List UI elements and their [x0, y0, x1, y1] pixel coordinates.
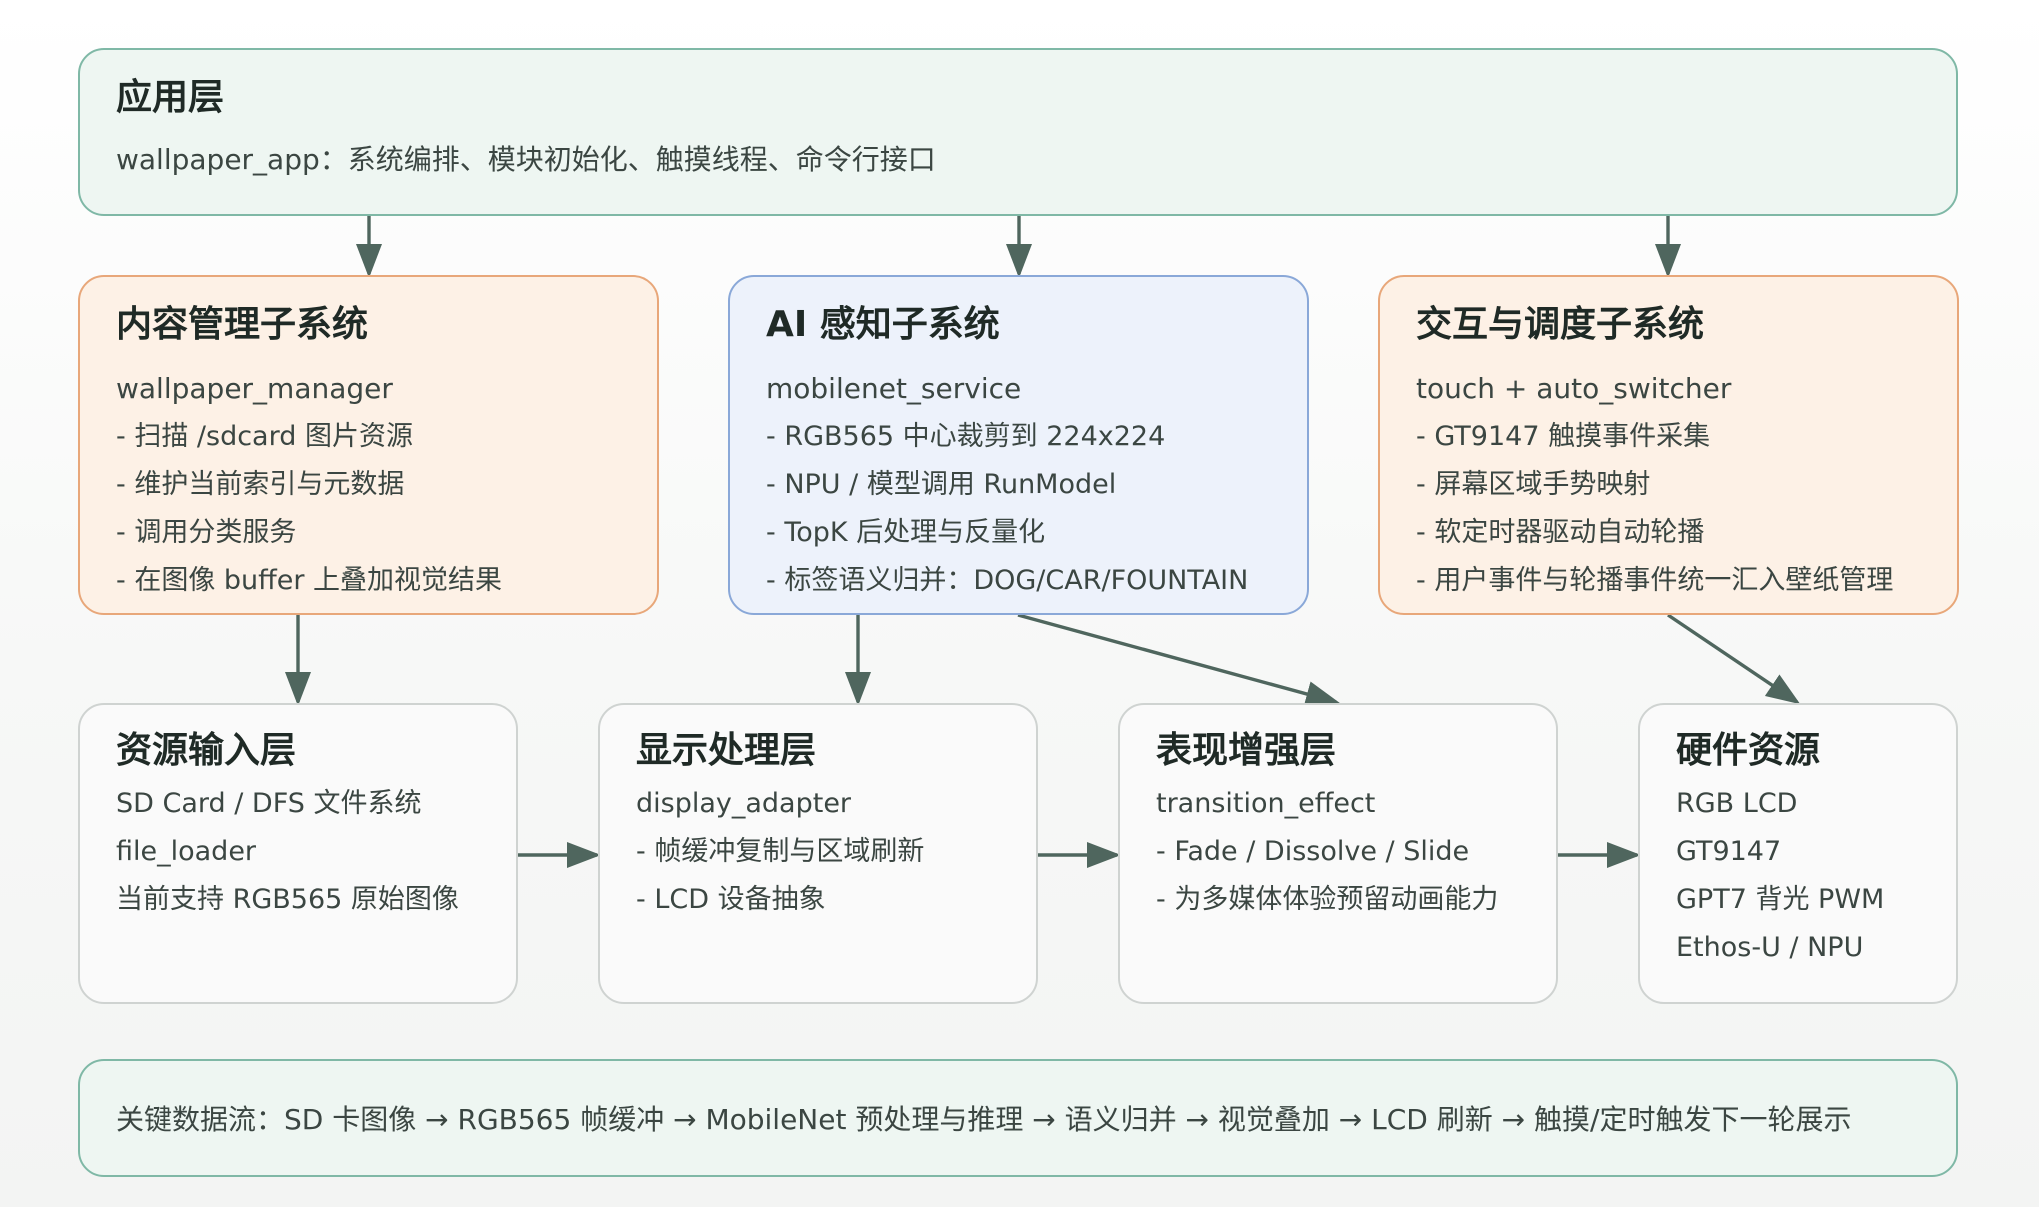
- hardware-resource-line: GT9147: [1676, 836, 1782, 867]
- interaction-subsystem-module: touch + auto_switcher: [1416, 372, 1732, 405]
- app-layer-desc: wallpaper_app：系统编排、模块初始化、触摸线程、命令行接口: [116, 143, 936, 176]
- data-flow-text: 关键数据流：SD 卡图像 → RGB565 帧缓冲 → MobileNet 预处…: [116, 1103, 1852, 1136]
- content-subsystem-item: - 维护当前索引与元数据: [116, 469, 405, 500]
- interaction-subsystem-title: 交互与调度子系统: [1416, 304, 1705, 345]
- presentation-enhance-layer-line: transition_effect: [1156, 788, 1376, 819]
- display-processing-layer-box: 显示处理层 display_adapter - 帧缓冲复制与区域刷新 - LCD…: [598, 703, 1038, 1004]
- resource-input-layer-line: SD Card / DFS 文件系统: [116, 788, 422, 819]
- presentation-enhance-layer-box: 表现增强层 transition_effect - Fade / Dissolv…: [1118, 703, 1558, 1004]
- hardware-resource-line: GPT7 背光 PWM: [1676, 884, 1885, 915]
- content-subsystem-module: wallpaper_manager: [116, 372, 393, 405]
- ai-subsystem-item: - 标签语义归并：DOG/CAR/FOUNTAIN: [766, 565, 1249, 596]
- hardware-resource-line: RGB LCD: [1676, 788, 1798, 819]
- interaction-subsystem-box: 交互与调度子系统 touch + auto_switcher - GT9147 …: [1378, 275, 1959, 615]
- ai-subsystem-module: mobilenet_service: [766, 372, 1022, 405]
- interaction-subsystem-item: - 软定时器驱动自动轮播: [1416, 517, 1705, 548]
- presentation-enhance-layer-line: - 为多媒体体验预留动画能力: [1156, 884, 1499, 915]
- content-subsystem-item: - 调用分类服务: [116, 517, 297, 548]
- hardware-resource-box: 硬件资源 RGB LCD GT9147 GPT7 背光 PWM Ethos-U …: [1638, 703, 1958, 1004]
- content-subsystem-box: 内容管理子系统 wallpaper_manager - 扫描 /sdcard 图…: [78, 275, 659, 615]
- resource-input-layer-box: 资源输入层 SD Card / DFS 文件系统 file_loader 当前支…: [78, 703, 518, 1004]
- presentation-enhance-layer-line: - Fade / Dissolve / Slide: [1156, 836, 1470, 867]
- content-subsystem-item: - 在图像 buffer 上叠加视觉结果: [116, 565, 503, 596]
- ai-subsystem-item: - RGB565 中心裁剪到 224x224: [766, 421, 1166, 452]
- interaction-subsystem-item: - GT9147 触摸事件采集: [1416, 421, 1711, 452]
- ai-subsystem-box: AI 感知子系统 mobilenet_service - RGB565 中心裁剪…: [728, 275, 1309, 615]
- app-layer-title: 应用层: [116, 77, 225, 118]
- arrow-interact-to-hw: [1667, 613, 1801, 705]
- hardware-resource-line: Ethos-U / NPU: [1676, 932, 1864, 963]
- resource-input-layer-line: file_loader: [116, 836, 257, 867]
- ai-subsystem-title: AI 感知子系统: [766, 304, 1000, 345]
- ai-subsystem-item: - NPU / 模型调用 RunModel: [766, 469, 1117, 500]
- content-subsystem-item: - 扫描 /sdcard 图片资源: [116, 421, 413, 452]
- display-processing-layer-title: 显示处理层: [636, 730, 817, 771]
- resource-input-layer-line: 当前支持 RGB565 原始图像: [116, 884, 459, 915]
- interaction-subsystem-item: - 屏幕区域手势映射: [1416, 469, 1651, 500]
- presentation-enhance-layer-title: 表现增强层: [1156, 730, 1337, 771]
- arrow-ai-to-enhance: [1017, 613, 1340, 707]
- interaction-subsystem-item: - 用户事件与轮播事件统一汇入壁纸管理: [1416, 565, 1894, 596]
- data-flow-box: 关键数据流：SD 卡图像 → RGB565 帧缓冲 → MobileNet 预处…: [78, 1059, 1958, 1177]
- display-processing-layer-line: - 帧缓冲复制与区域刷新: [636, 836, 925, 867]
- ai-subsystem-item: - TopK 后处理与反量化: [766, 517, 1046, 548]
- resource-input-layer-title: 资源输入层: [116, 730, 297, 771]
- hardware-resource-title: 硬件资源: [1676, 730, 1821, 771]
- app-layer-box: 应用层 wallpaper_app：系统编排、模块初始化、触摸线程、命令行接口: [78, 48, 1958, 216]
- display-processing-layer-line: display_adapter: [636, 788, 852, 819]
- content-subsystem-title: 内容管理子系统: [116, 304, 369, 345]
- display-processing-layer-line: - LCD 设备抽象: [636, 884, 826, 915]
